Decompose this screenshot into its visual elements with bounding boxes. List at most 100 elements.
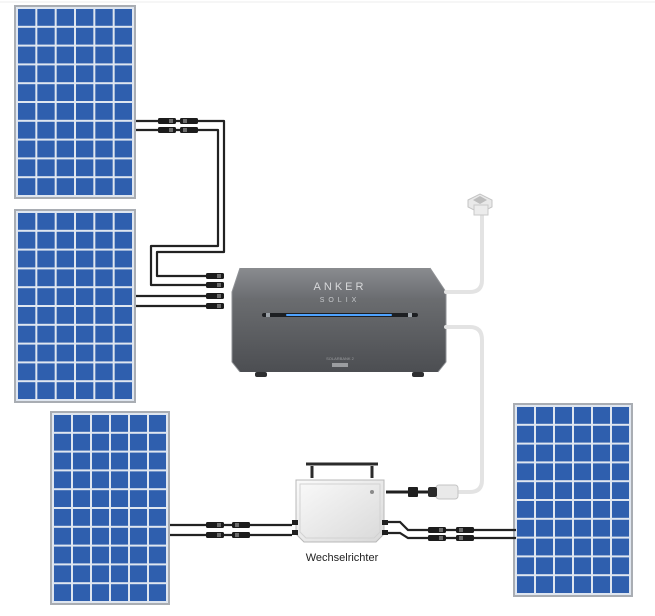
led-strip [286, 314, 392, 316]
solar-cell [73, 509, 90, 526]
solar-cell [76, 231, 94, 249]
solar-cell [73, 527, 90, 545]
solar-cell [95, 84, 113, 101]
connector-body [158, 127, 176, 133]
product-line-logo: SOLIX [320, 297, 361, 304]
solar-cell [76, 344, 94, 362]
solar-cell [54, 509, 71, 526]
solar-cell [149, 415, 166, 432]
solar-cell [536, 576, 553, 593]
solar-cell [54, 584, 71, 601]
solar-cell [76, 325, 94, 343]
solar-cell [555, 538, 572, 556]
status-indicator-icon [408, 313, 412, 317]
solar-panel-middle-left [14, 209, 136, 403]
solar-cell [149, 452, 166, 470]
solar-cell [593, 444, 610, 462]
solar-cell [130, 546, 147, 564]
solar-cell [517, 425, 534, 443]
solar-cell [37, 325, 55, 343]
solar-cell [95, 307, 113, 324]
solar-cell [111, 565, 128, 583]
mc4-connector-icon [206, 273, 224, 309]
solar-cell [37, 178, 55, 195]
solar-cell [517, 557, 534, 575]
solar-cell [612, 501, 629, 518]
solar-cell [149, 546, 166, 564]
solar-cell [130, 452, 147, 470]
solar-cell [18, 84, 36, 101]
solar-panel-bottom-left [50, 411, 170, 605]
solar-cell [612, 519, 629, 537]
power-indicator-icon [266, 313, 270, 317]
solar-cell [92, 471, 109, 489]
solar-cell [54, 565, 71, 583]
solar-cell [95, 159, 113, 177]
solar-cell [56, 307, 74, 324]
solar-cell [149, 584, 166, 601]
connector-band [235, 523, 239, 527]
solar-cell [536, 557, 553, 575]
solar-cell [114, 178, 132, 195]
solar-cell [612, 444, 629, 462]
solar-cell [56, 250, 74, 268]
solar-cell [95, 288, 113, 305]
solar-cell [593, 519, 610, 537]
solar-cell [37, 65, 55, 83]
solar-cell [56, 363, 74, 381]
solar-cell [574, 463, 591, 481]
solar-cell [95, 325, 113, 343]
solar-cell [517, 482, 534, 499]
solar-cell [114, 103, 132, 120]
solar-cell [76, 84, 94, 101]
solar-cell [111, 546, 128, 564]
solar-cell [76, 250, 94, 268]
solar-cell [18, 9, 36, 26]
solar-cell [56, 288, 74, 305]
solar-cell [18, 178, 36, 195]
solar-cell [114, 46, 132, 64]
solar-cell [130, 509, 147, 526]
solar-cell [18, 344, 36, 362]
solar-cell [130, 584, 147, 601]
solar-cell [56, 121, 74, 139]
solar-cell [76, 140, 94, 158]
solar-cell [18, 288, 36, 305]
solar-cell [555, 444, 572, 462]
connector-band [217, 304, 221, 308]
solar-cell [54, 490, 71, 507]
solar-cell [536, 501, 553, 518]
solar-cell [593, 425, 610, 443]
solar-cell [54, 433, 71, 451]
solar-cell [56, 159, 74, 177]
solar-cell [612, 557, 629, 575]
connector-body [232, 522, 250, 528]
solar-cell [56, 231, 74, 249]
solar-cell [114, 231, 132, 249]
solar-cell [555, 519, 572, 537]
solar-cell [56, 269, 74, 287]
solar-panel-top-left [14, 5, 136, 199]
device-top [232, 268, 446, 300]
solar-cell [95, 121, 113, 139]
solar-cell [114, 159, 132, 177]
solar-cell [536, 463, 553, 481]
solar-cell [517, 576, 534, 593]
solar-cell [73, 546, 90, 564]
solar-cell [517, 519, 534, 537]
solar-cell [18, 307, 36, 324]
solar-cell [555, 463, 572, 481]
solar-cell [517, 407, 534, 424]
solar-cell [37, 269, 55, 287]
solar-cell [555, 482, 572, 499]
solar-cell [114, 121, 132, 139]
solar-cell [130, 527, 147, 545]
inverter-label: Wechselrichter [306, 552, 379, 564]
solar-cell [18, 382, 36, 399]
dc-cables-to-solarbank [136, 119, 226, 308]
solar-cell [56, 344, 74, 362]
solar-cell [95, 9, 113, 26]
ac-cable-to-inverter [444, 325, 484, 494]
solar-cell [114, 84, 132, 101]
